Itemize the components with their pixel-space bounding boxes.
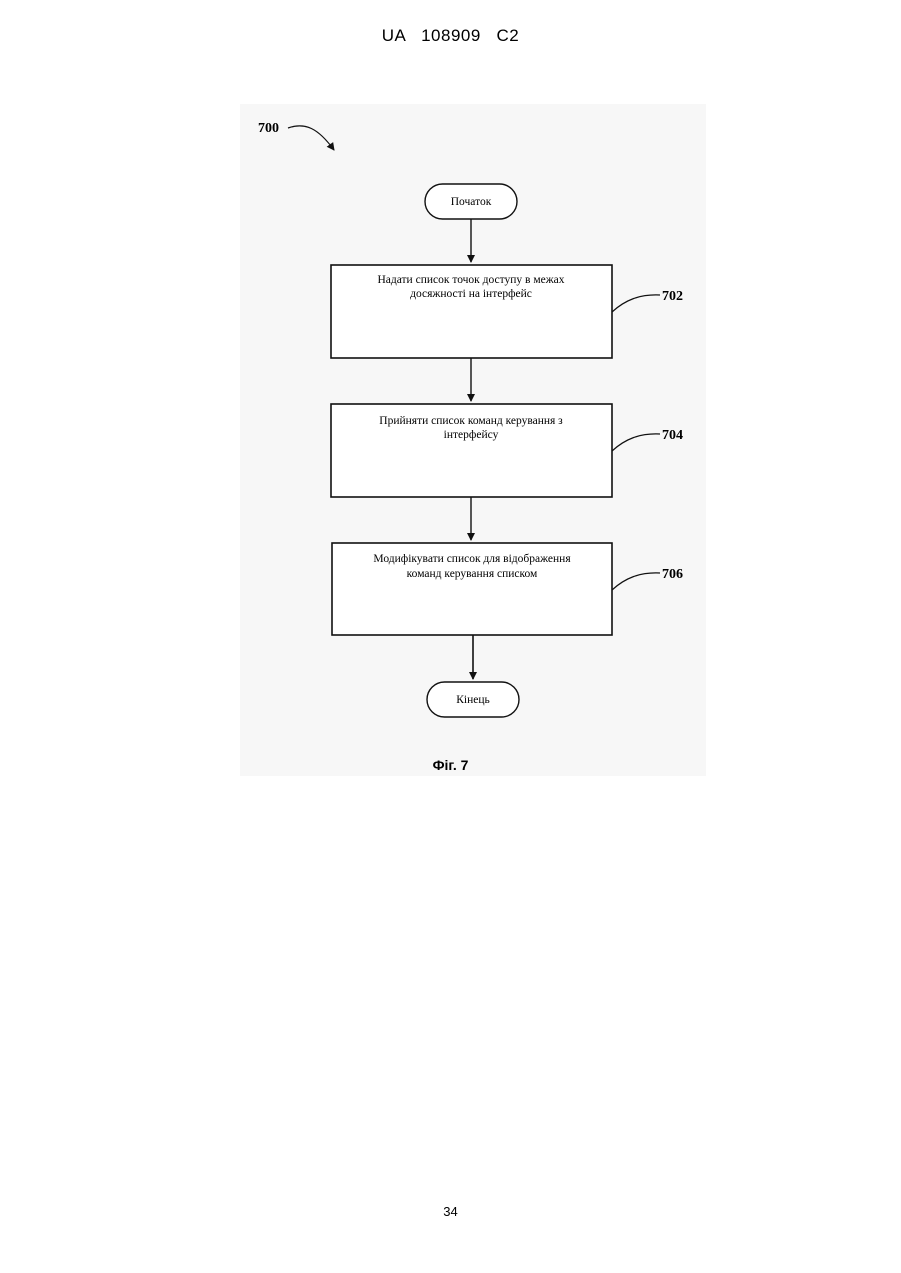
process-704-line2: інтерфейсу	[444, 429, 499, 441]
process-704-line1: Прийняти список команд керування з	[379, 415, 563, 427]
ref-leader-704	[612, 434, 660, 451]
process-702-line1: Надати список точок доступу в межах	[377, 274, 564, 286]
start-label: Початок	[451, 196, 492, 208]
process-box-702: Надати список точок доступу в межах дося…	[331, 265, 612, 358]
ref-leader-706	[612, 573, 660, 590]
process-706-line1: Модифікувати список для відображення	[373, 553, 571, 565]
figure-caption: Фіг. 7	[0, 757, 901, 773]
flowchart: 700 Початок Надати список точок доступу …	[0, 0, 901, 800]
end-label: Кінець	[456, 694, 490, 706]
ref-label-704: 704	[662, 428, 683, 443]
ref-leader-702	[612, 295, 660, 312]
end-terminator: Кінець	[427, 682, 519, 717]
process-702-line2: досяжності на інтерфейс	[410, 288, 532, 300]
ref-label-702: 702	[662, 289, 683, 304]
ref-label-700: 700	[258, 121, 279, 136]
ref-arrow-700	[288, 126, 334, 150]
page-number: 34	[0, 1204, 901, 1219]
process-706-line2: команд керування списком	[407, 568, 538, 580]
start-terminator: Початок	[425, 184, 517, 219]
ref-label-706: 706	[662, 567, 683, 582]
process-box-706: Модифікувати список для відображення ком…	[332, 543, 612, 635]
process-box-704: Прийняти список команд керування з інтер…	[331, 404, 612, 497]
